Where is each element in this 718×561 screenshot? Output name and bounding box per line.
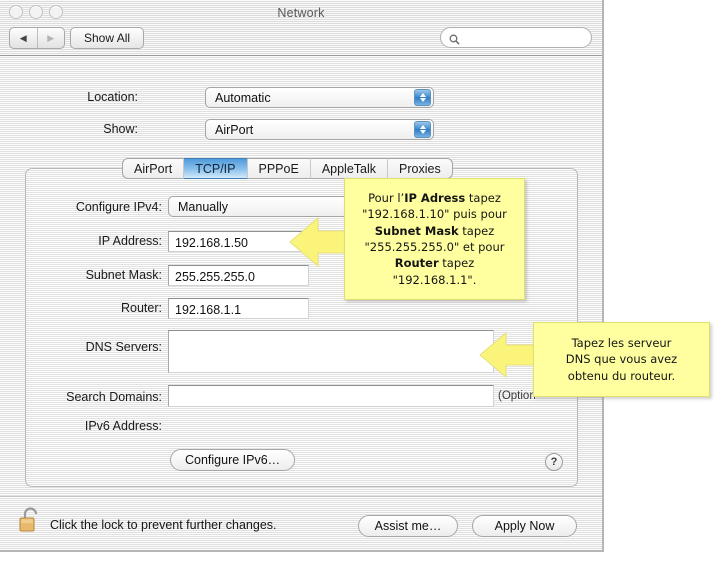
ip-callout-line1-c: tapez: [465, 191, 501, 205]
router-input[interactable]: [168, 298, 309, 319]
dns-callout-line-3: obtenu du routeur.: [567, 368, 676, 383]
location-label: Location:: [87, 90, 138, 104]
chevron-down-icon: [419, 130, 426, 134]
show-popup-button[interactable]: AirPort: [205, 119, 434, 140]
navigation-buttons[interactable]: ◀ ▶: [9, 27, 65, 49]
dns-servers-label: DNS Servers:: [85, 340, 162, 354]
ip-callout-line-4: "255.255.255.0" et pour: [364, 239, 505, 254]
tab-proxies[interactable]: Proxies: [388, 158, 453, 179]
dns-instruction-callout: Tapez les serveur DNS que vous avez obte…: [533, 322, 710, 397]
ip-callout-line1-a: Pour l’: [368, 191, 405, 205]
window-title: Network: [277, 6, 325, 20]
zoom-button-icon[interactable]: [49, 5, 63, 19]
ipv6-address-label: IPv6 Address:: [84, 419, 162, 433]
assist-me-button[interactable]: Assist me…: [358, 515, 458, 537]
subnet-mask-label: Subnet Mask:: [85, 268, 162, 282]
ip-callout-line-2: "192.168.1.10" puis pour: [362, 207, 507, 222]
chevron-up-icon: [419, 125, 426, 129]
window-titlebar: Network ◀ ▶ Show All: [0, 0, 602, 56]
configure-ipv6-button[interactable]: Configure IPv6…: [170, 449, 296, 471]
ip-callout-line-3: Subnet Mask tapez: [353, 223, 516, 239]
minimize-button-icon[interactable]: [29, 5, 43, 19]
chevron-down-icon: [419, 98, 426, 102]
lock-open-icon[interactable]: [18, 505, 44, 535]
back-button[interactable]: ◀: [19, 32, 27, 43]
location-popup-value: Automatic: [215, 90, 271, 105]
chevron-up-icon: [419, 93, 426, 97]
dns-callout-line-2: DNS que vous avez: [565, 352, 678, 367]
lock-hint-text: Click the lock to prevent further change…: [50, 518, 277, 532]
ip-callout-line3-b: Subnet Mask: [374, 223, 459, 238]
show-label: Show:: [103, 122, 138, 136]
help-button[interactable]: ?: [545, 453, 563, 471]
ip-address-input[interactable]: [168, 231, 309, 252]
tab-bar[interactable]: AirPort TCP/IP PPPoE AppleTalk Proxies: [122, 158, 453, 179]
router-label: Router:: [121, 301, 162, 315]
search-domains-optional-label: (Option: [498, 390, 536, 402]
location-popup-button[interactable]: Automatic: [205, 87, 434, 108]
forward-button[interactable]: ▶: [36, 28, 65, 48]
ip-callout-line5-b: Router: [394, 256, 439, 271]
search-domains-label: Search Domains:: [66, 390, 162, 404]
search-domains-input[interactable]: [168, 385, 494, 407]
configure-ipv4-value: Manually: [178, 199, 229, 214]
dns-callout-line-1: Tapez les serveur: [571, 336, 672, 350]
ip-callout-line1-b: IP Adress: [404, 191, 466, 205]
ip-callout-line-1: Pour l’IP Adress tapez: [353, 190, 516, 206]
tab-airport[interactable]: AirPort: [122, 158, 185, 179]
tab-tcpip[interactable]: TCP/IP: [184, 158, 248, 179]
search-icon: [449, 32, 460, 45]
tab-pppoe[interactable]: PPPoE: [247, 158, 311, 179]
show-all-button[interactable]: Show All: [70, 27, 145, 49]
window-traffic-lights[interactable]: [9, 5, 63, 19]
ip-instruction-callout: Pour l’IP Adress tapez "192.168.1.10" pu…: [344, 178, 525, 300]
ip-address-label: IP Address:: [98, 234, 162, 248]
ip-callout-line-5: Router tapez: [353, 255, 516, 271]
dns-servers-input[interactable]: [168, 330, 494, 373]
apply-now-button[interactable]: Apply Now: [472, 515, 577, 537]
ip-callout-line5-c: tapez: [438, 256, 475, 271]
ip-callout-line3-c: tapez: [458, 223, 495, 238]
tab-appletalk[interactable]: AppleTalk: [310, 158, 389, 179]
ip-callout-line-6: "192.168.1.1".: [392, 272, 477, 287]
configure-ipv4-label: Configure IPv4:: [75, 200, 162, 214]
subnet-mask-input[interactable]: [168, 265, 309, 286]
search-input[interactable]: [464, 30, 579, 45]
close-button-icon[interactable]: [9, 5, 23, 19]
show-stepper-icon[interactable]: [414, 121, 431, 138]
show-popup-value: AirPort: [215, 122, 254, 137]
location-stepper-icon[interactable]: [414, 89, 431, 106]
search-field[interactable]: [440, 27, 592, 48]
